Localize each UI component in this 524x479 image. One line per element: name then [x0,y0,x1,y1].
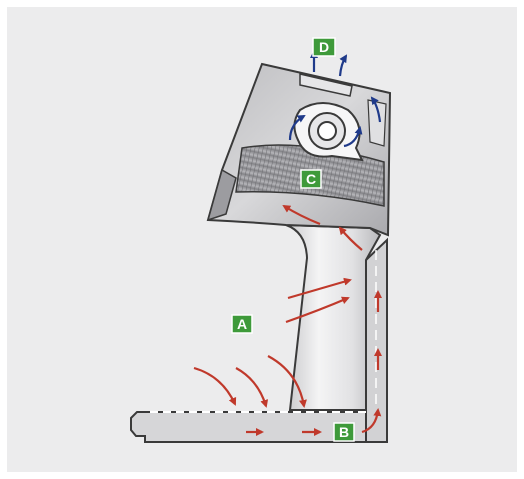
label-c-text: C [306,171,316,187]
blue-arrow-icon [340,56,346,76]
label-b-text: B [339,424,349,440]
label-d: D [313,38,335,56]
fan-hub-inner [318,122,336,140]
label-d-text: D [319,39,329,55]
label-a-text: A [237,316,247,332]
red-arrow-icon [236,368,266,406]
label-b: B [334,423,354,441]
label-a: A [232,315,252,333]
label-c: C [301,170,321,188]
red-arrow-icon [194,368,235,404]
